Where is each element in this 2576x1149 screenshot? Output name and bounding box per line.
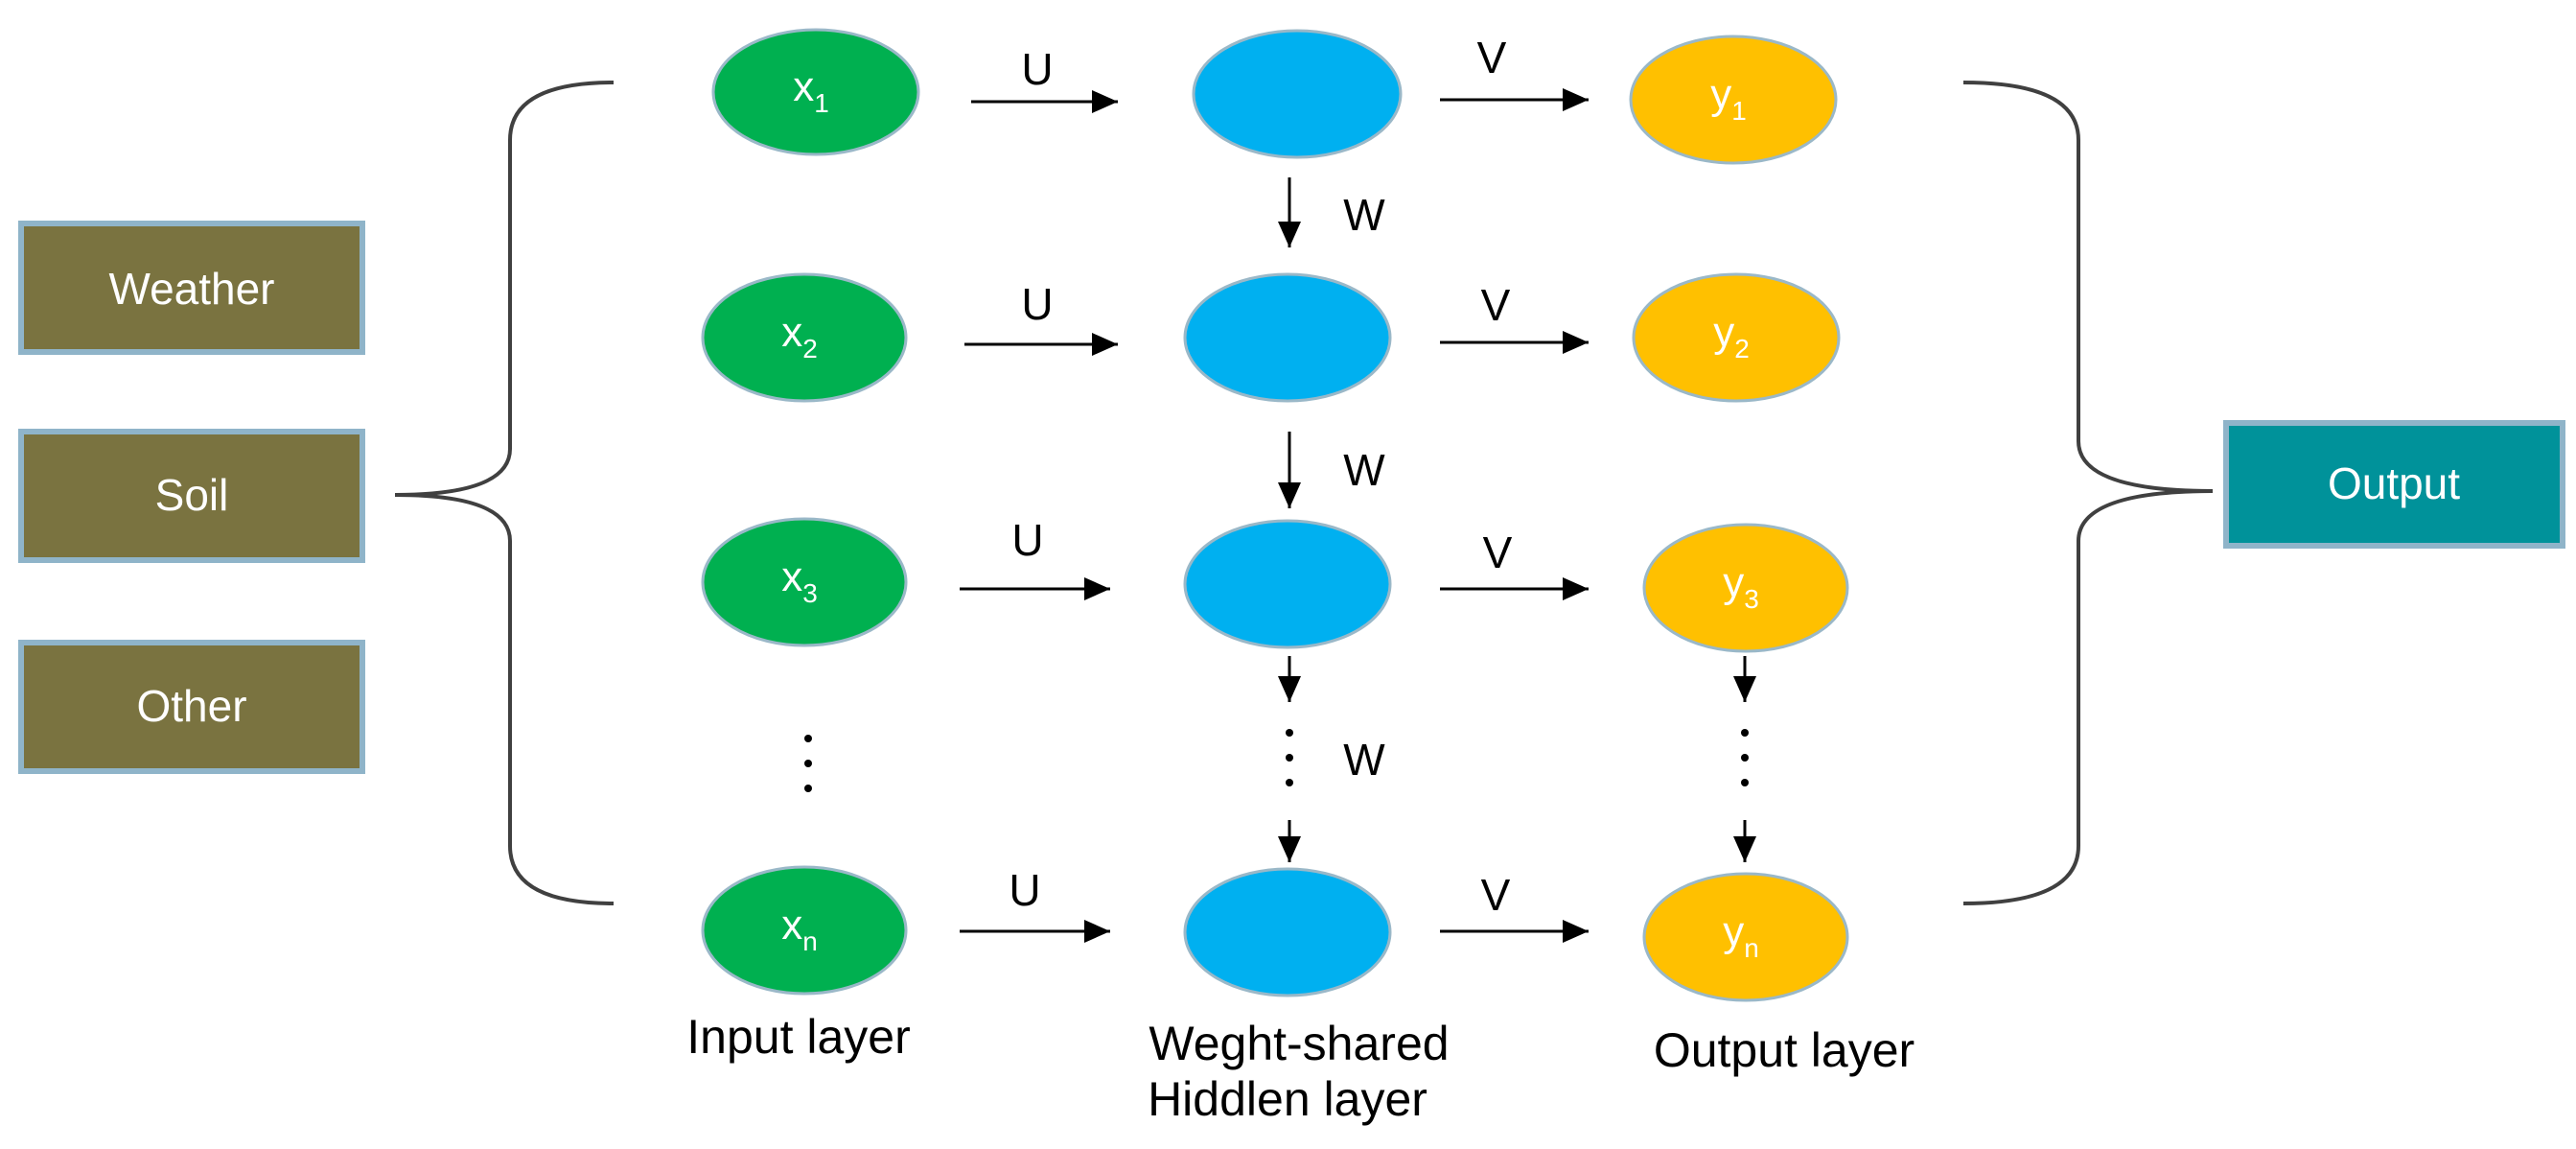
- edge-label-u-2: U: [1021, 279, 1053, 329]
- edge-label-v-3: V: [1483, 528, 1513, 577]
- hidden-node-n: [1183, 867, 1392, 997]
- category-box-weather: Weather: [18, 221, 365, 355]
- edge-label-u-3: U: [1011, 515, 1043, 565]
- hidden-node-1: [1192, 29, 1403, 159]
- edge-label-u-n: U: [1009, 865, 1040, 915]
- input-node-x2: x2: [701, 272, 908, 403]
- output-node-yn: yn: [1642, 872, 1849, 1002]
- svg-text:x3: x3: [781, 553, 818, 608]
- layer-label-hidden-line1: Weght-shared: [1149, 1017, 1449, 1070]
- ellipsis-input: [804, 735, 812, 792]
- svg-text:xn: xn: [781, 902, 818, 956]
- output-box-label: Output: [2328, 458, 2460, 508]
- hidden-node-2: [1183, 272, 1392, 403]
- output-box: Output: [2223, 420, 2565, 549]
- layer-label-hidden-line2: Hiddlen layer: [1148, 1072, 1427, 1126]
- edge-label-w-2: W: [1343, 445, 1385, 495]
- svg-text:y3: y3: [1723, 559, 1759, 614]
- input-node-x3: x3: [701, 517, 908, 647]
- layer-label-input: Input layer: [686, 1010, 910, 1064]
- output-node-y1: y1: [1629, 35, 1838, 165]
- svg-text:x2: x2: [781, 309, 818, 363]
- category-label-weather: Weather: [108, 264, 274, 314]
- edge-label-v-1: V: [1477, 33, 1507, 82]
- category-label-other: Other: [136, 681, 246, 731]
- ellipsis-hidden: [1286, 729, 1293, 786]
- category-box-other: Other: [18, 640, 365, 774]
- output-node-y3: y3: [1642, 523, 1849, 653]
- svg-text:x1: x1: [793, 63, 829, 118]
- svg-text:yn: yn: [1723, 908, 1759, 963]
- ellipsis-output: [1741, 729, 1749, 786]
- output-node-y2: y2: [1632, 272, 1841, 403]
- category-label-soil: Soil: [155, 470, 229, 520]
- edge-label-w-1: W: [1343, 190, 1385, 240]
- svg-text:y1: y1: [1710, 71, 1747, 126]
- edge-label-v-n: V: [1481, 870, 1511, 920]
- input-node-xn: xn: [701, 865, 908, 996]
- edge-label-w-3: W: [1343, 735, 1385, 785]
- edge-label-v-2: V: [1481, 280, 1511, 330]
- left-brace: [394, 81, 615, 905]
- right-brace: [1962, 81, 2214, 905]
- layer-label-output: Output layer: [1654, 1023, 1915, 1077]
- category-box-soil: Soil: [18, 429, 365, 563]
- edge-label-u-1: U: [1021, 44, 1053, 94]
- svg-text:y2: y2: [1713, 309, 1750, 363]
- input-node-x1: x1: [711, 28, 920, 156]
- hidden-node-3: [1183, 519, 1392, 649]
